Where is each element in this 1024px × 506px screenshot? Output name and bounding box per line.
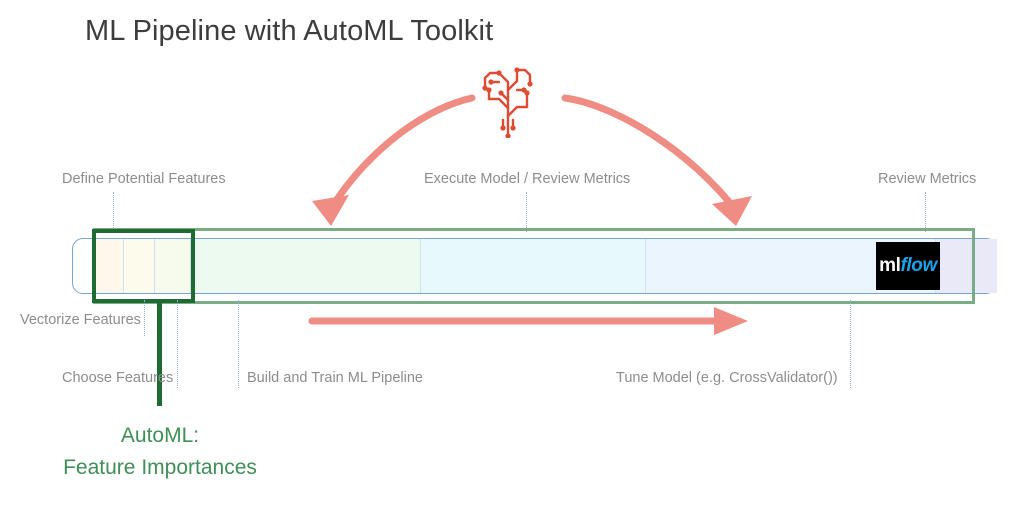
leader-line-vectorize-features (144, 300, 145, 336)
leader-line-build-and-train (238, 300, 239, 388)
automl-scope-frame (93, 228, 975, 304)
straight-arrow-right-icon (308, 307, 748, 335)
leader-line-execute-model (526, 192, 527, 232)
label-review-metrics: Review Metrics (878, 171, 977, 187)
label-vectorize-features: Vectorize Features (20, 312, 141, 328)
page-title: ML Pipeline with AutoML Toolkit (85, 15, 494, 47)
pipeline-segment (936, 239, 997, 293)
pipeline-segment (191, 239, 421, 293)
automl-caption-line2: Feature Importances (63, 456, 257, 479)
label-choose-features: Choose Features (62, 370, 174, 386)
label-define-potential-features: Define Potential Features (62, 171, 226, 187)
label-execute-model-review-metrics: Execute Model / Review Metrics (424, 171, 631, 187)
circuit-brain-icon (482, 67, 533, 138)
automl-caption-line1: AutoML: (120, 424, 200, 447)
curved-arrow-down-left-icon (312, 94, 476, 226)
mlflow-logo-suffix: flow (900, 255, 937, 276)
pipeline-segment (155, 239, 191, 293)
leader-line-review-metrics (925, 192, 926, 232)
label-build-and-train-ml-pipeline: Build and Train ML Pipeline (247, 370, 423, 386)
label-tune-model: Tune Model (e.g. CrossValidator()) (616, 370, 838, 386)
leader-line-choose-features (177, 300, 178, 388)
automl-caption: AutoML: Feature Importances (0, 420, 320, 484)
automl-callout-stem (157, 300, 162, 406)
leader-line-tune-model (850, 300, 851, 388)
automl-highlight-box (92, 229, 195, 303)
pipeline-segment (124, 239, 155, 293)
pipeline-segment (421, 239, 646, 293)
leader-line-define-potential-features (113, 192, 114, 232)
mlflow-logo-prefix: ml (879, 255, 901, 276)
pipeline-segment (94, 239, 124, 293)
curved-arrow-down-right-icon (561, 94, 752, 226)
